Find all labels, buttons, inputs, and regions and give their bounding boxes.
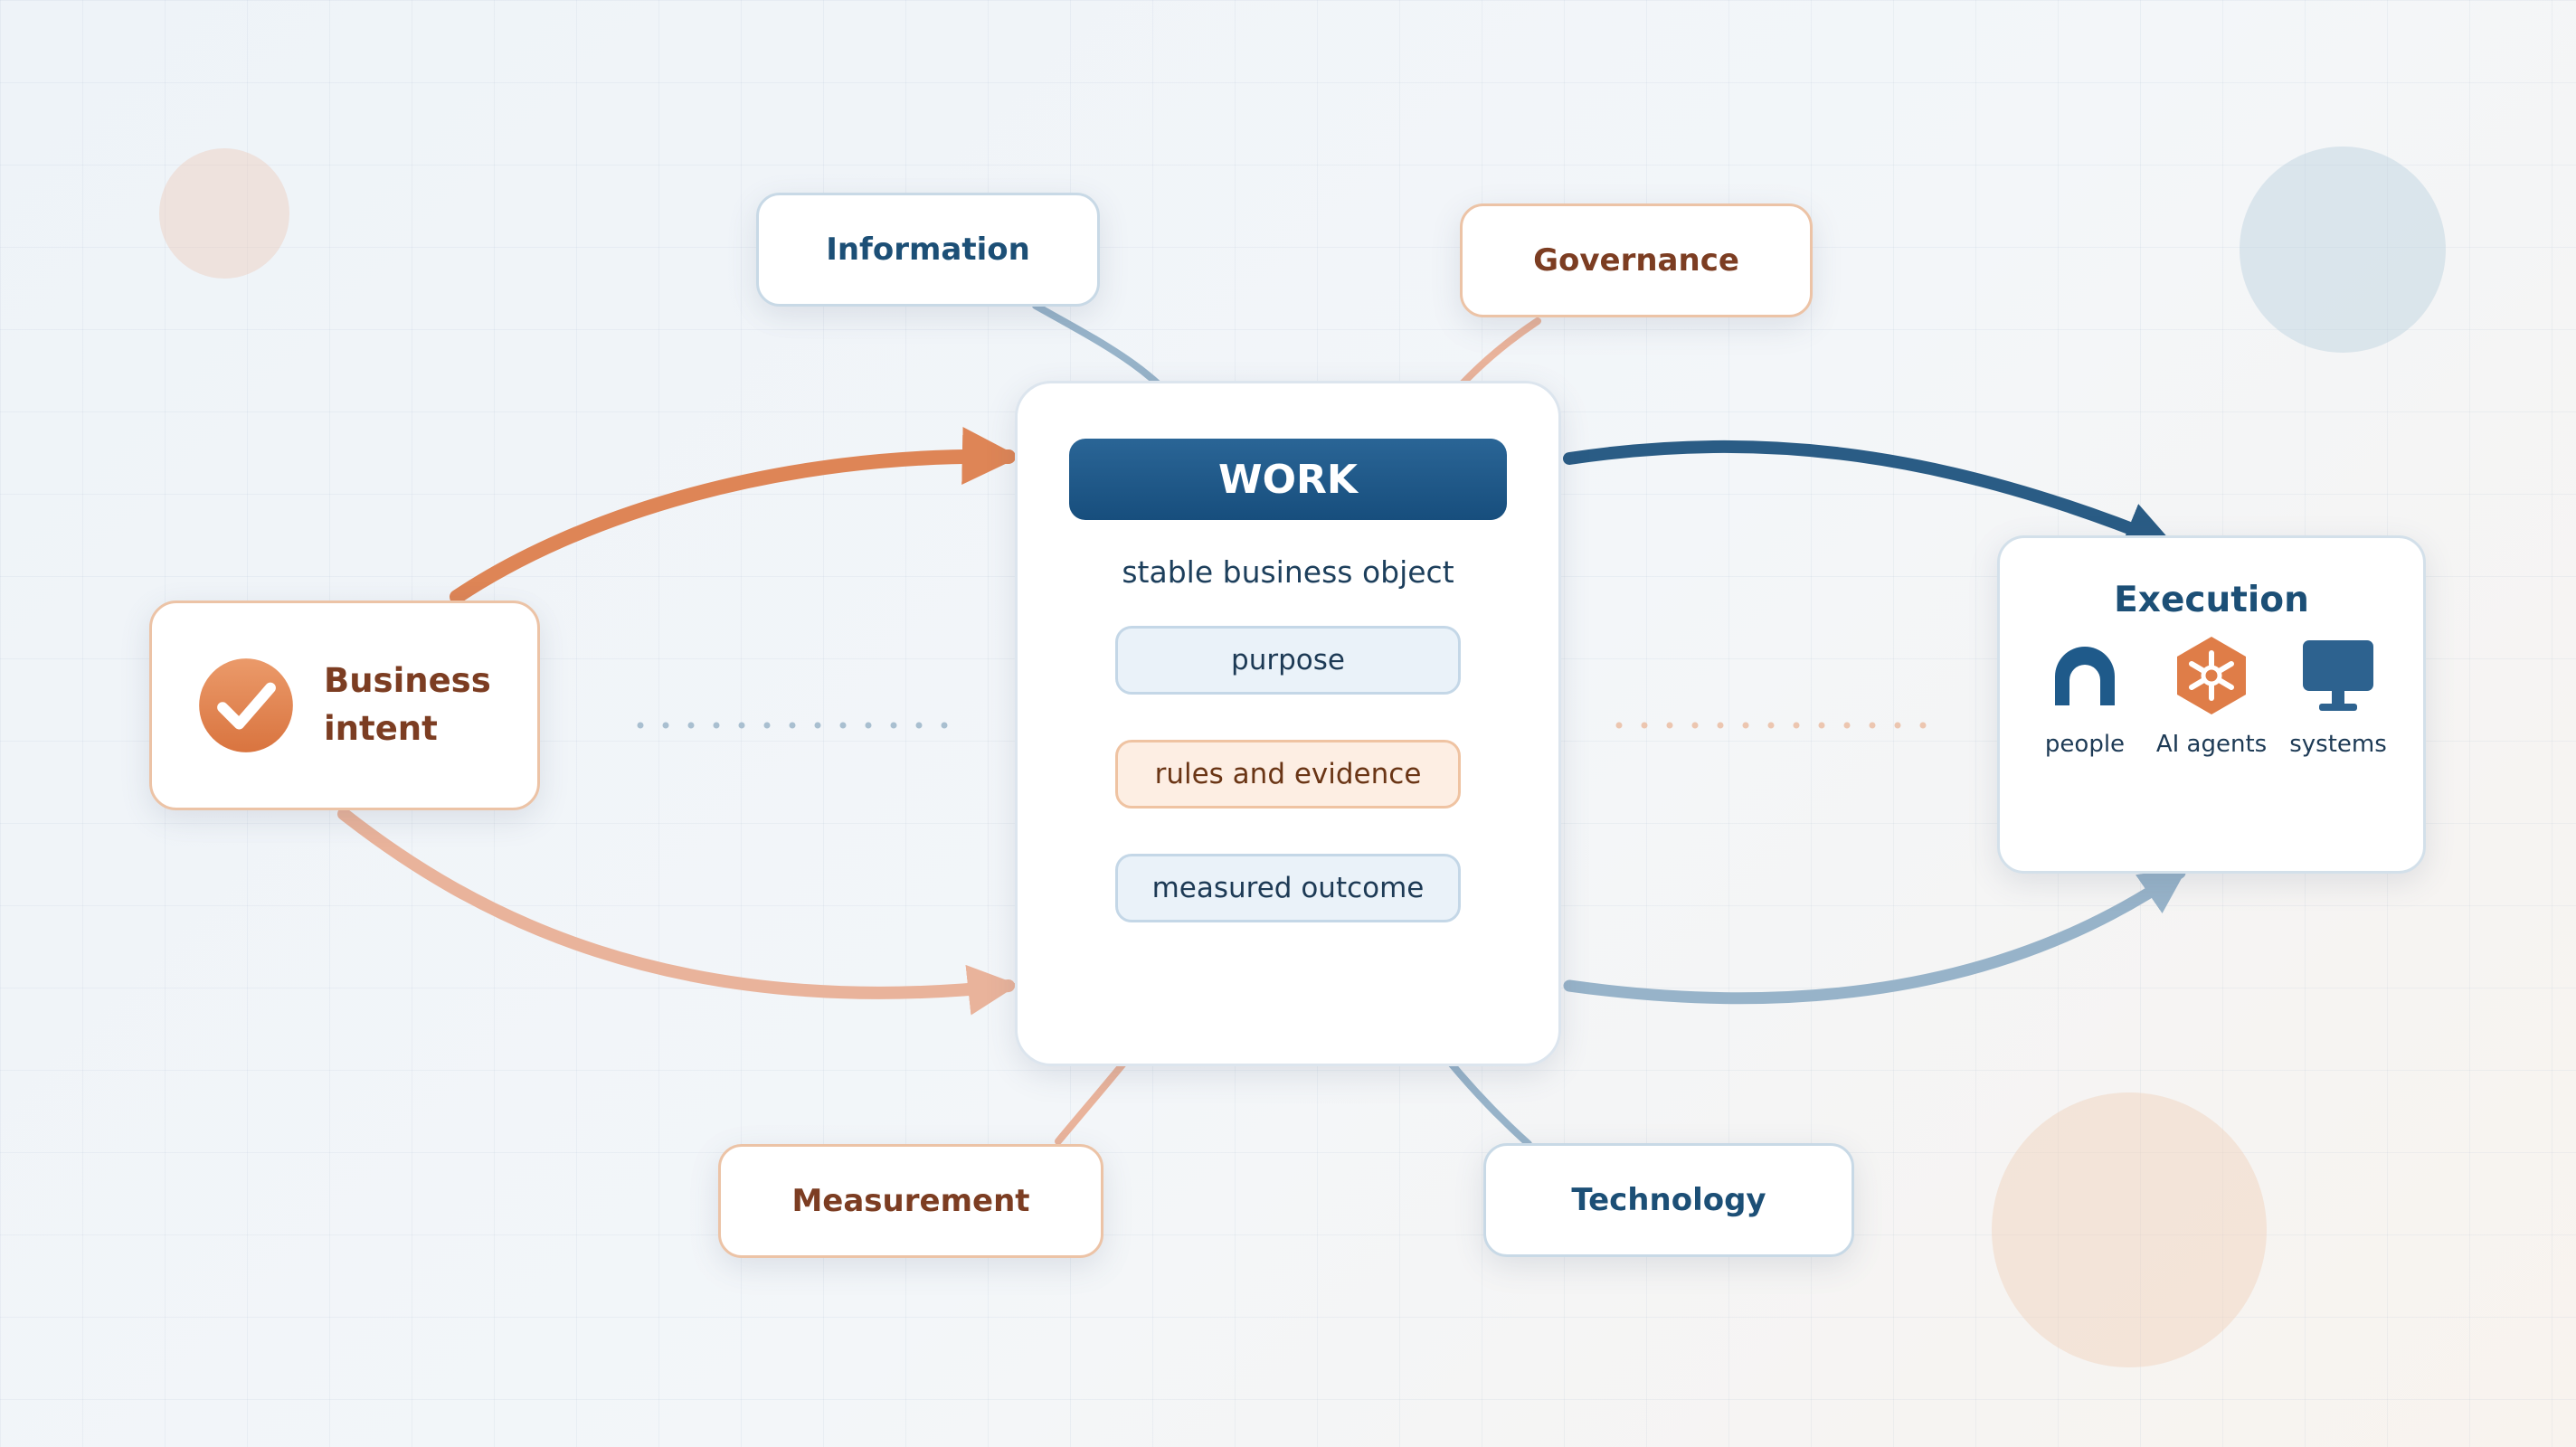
execution-items: people AI agents systems bbox=[2022, 635, 2401, 758]
work-item-purpose: purpose bbox=[1115, 626, 1461, 695]
work-title: WORK bbox=[1069, 439, 1507, 520]
work-item-rules-and-evidence: rules and evidence bbox=[1115, 740, 1461, 809]
arrow-business-to-work-top bbox=[450, 427, 1020, 604]
technology-node: Technology bbox=[1483, 1143, 1854, 1257]
information-node: Information bbox=[756, 193, 1100, 307]
information-label: Information bbox=[826, 232, 1030, 268]
arrow-work-to-execution-bottom bbox=[1563, 866, 2188, 1005]
systems-label: systems bbox=[2289, 731, 2387, 758]
measurement-node: Measurement bbox=[718, 1144, 1103, 1258]
arrow-business-to-work-bottom bbox=[337, 808, 1019, 1016]
ai-agent-hexagon-icon bbox=[2177, 637, 2246, 714]
governance-node: Governance bbox=[1460, 203, 1813, 317]
decor-circle-peach-top-left bbox=[159, 148, 289, 279]
business-intent-node: Business intent bbox=[149, 601, 540, 810]
execution-item-people: people bbox=[2022, 635, 2148, 758]
decor-circle-blue-top-right bbox=[2240, 147, 2446, 353]
work-item-measured-outcome: measured outcome bbox=[1115, 854, 1461, 922]
decor-circle-peach-bottom-right bbox=[1992, 1092, 2267, 1367]
technology-label: Technology bbox=[1571, 1182, 1766, 1218]
work-card: WORK stable business object purpose rule… bbox=[1015, 381, 1561, 1066]
work-subtitle: stable business object bbox=[1122, 554, 1454, 590]
arrow-work-to-execution-top bbox=[1563, 440, 2176, 552]
execution-title: Execution bbox=[2114, 580, 2309, 620]
check-circle-icon bbox=[199, 658, 293, 752]
people-label: people bbox=[2044, 731, 2126, 758]
execution-item-ai-agents: AI agents bbox=[2148, 635, 2275, 758]
governance-label: Governance bbox=[1533, 242, 1739, 279]
measurement-label: Measurement bbox=[791, 1183, 1030, 1219]
execution-node: Execution people AI agents bbox=[1997, 535, 2426, 874]
execution-item-systems: systems bbox=[2275, 635, 2401, 758]
business-intent-label: Business intent bbox=[324, 661, 491, 748]
monitor-icon bbox=[2303, 640, 2373, 711]
person-icon bbox=[2055, 647, 2115, 705]
ai-agents-label: AI agents bbox=[2155, 731, 2268, 758]
